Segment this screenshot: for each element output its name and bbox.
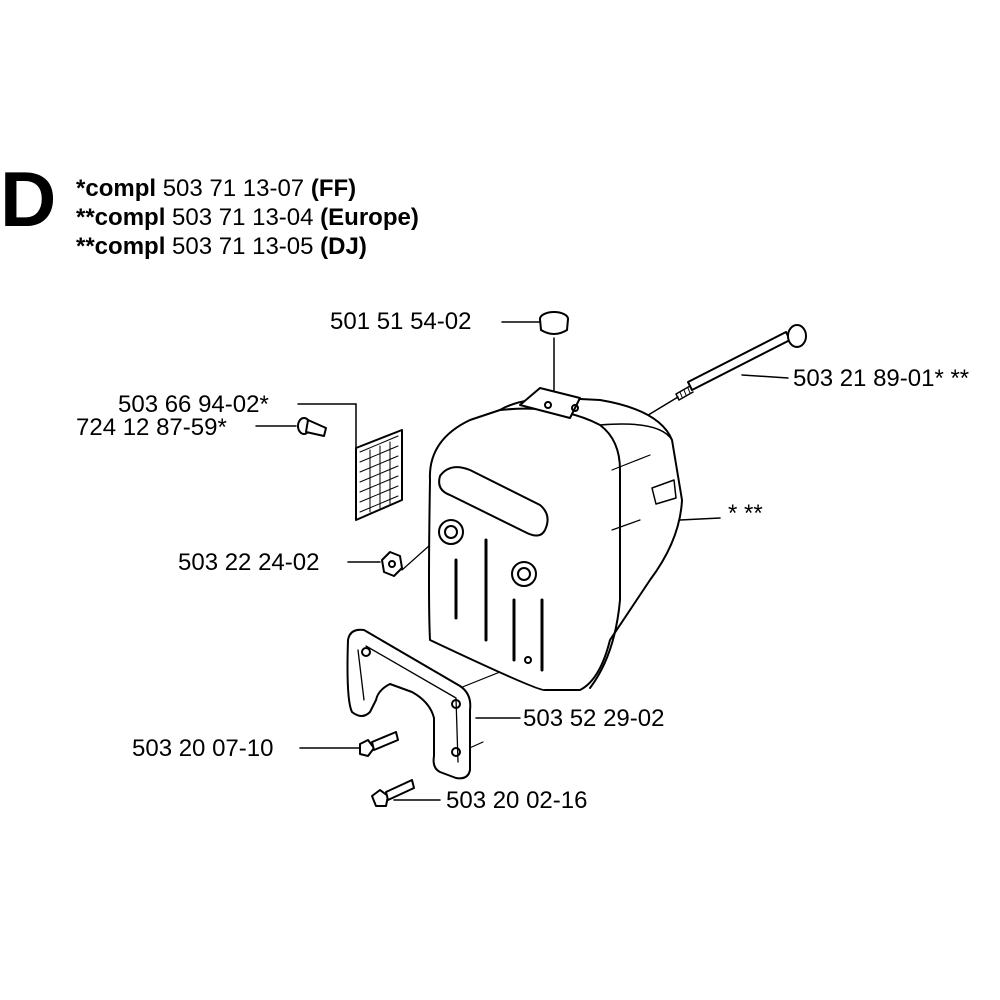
long-bolt-part <box>675 324 807 401</box>
compl-part-number: 503 71 13-07 <box>162 175 305 202</box>
screen-screw-part <box>297 417 327 437</box>
nut-part <box>381 551 403 577</box>
callout-bracket: 503 52 29-02 <box>523 705 665 732</box>
assembly-header: *compl 503 71 13-07 (FF) **compl 503 71 … <box>76 174 419 261</box>
spark-screen-part <box>355 429 403 521</box>
muffler-body <box>428 387 683 692</box>
assembly-line-ff: *compl 503 71 13-07 (FF) <box>76 174 419 203</box>
compl-variant: (FF) <box>310 175 357 202</box>
assembly-line-dj: **compl 503 71 13-05 (DJ) <box>76 232 419 261</box>
callout-cap: 501 51 54-02 <box>330 308 472 335</box>
bottom-screw-part <box>371 779 415 807</box>
assembly-line-europe: **compl 503 71 13-04 (Europe) <box>76 203 419 232</box>
cap-part <box>539 311 569 391</box>
compl-part-number: 503 71 13-05 <box>172 233 314 260</box>
bracket-screw-part <box>359 731 399 757</box>
compl-prefix: **compl <box>76 204 166 231</box>
compl-prefix: *compl <box>76 175 157 202</box>
callout-bottom-screw: 503 20 02-16 <box>446 787 588 814</box>
callout-screen-screw: 724 12 87-59* <box>76 414 227 441</box>
bracket-part <box>346 628 472 780</box>
compl-prefix: **compl <box>76 233 166 260</box>
callout-long-bolt: 503 21 89-01* ** <box>793 365 970 392</box>
callout-nut: 503 22 24-02 <box>178 549 320 576</box>
compl-part-number: 503 71 13-04 <box>172 204 314 231</box>
callout-bracket-screw: 503 20 07-10 <box>132 735 274 762</box>
compl-variant: (DJ) <box>320 233 367 260</box>
section-letter: D <box>0 155 57 243</box>
compl-variant: (Europe) <box>320 204 419 231</box>
callout-muffler: * ** <box>728 500 763 527</box>
callout-screen: 503 66 94-02* <box>118 391 269 418</box>
